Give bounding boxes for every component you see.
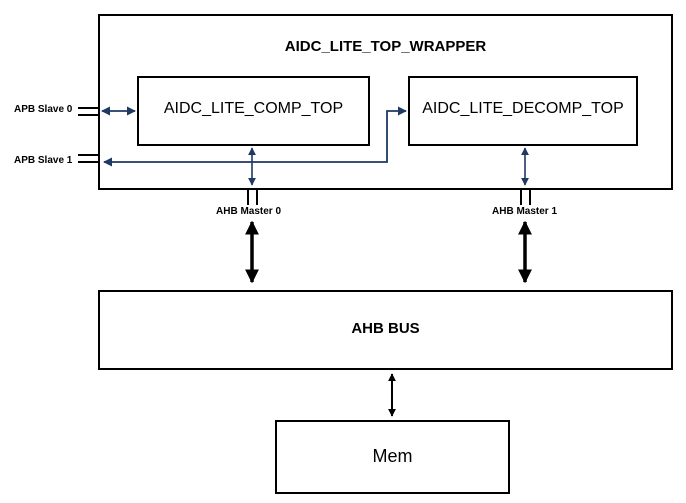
apb-slave-1-label: APB Slave 1 xyxy=(14,155,73,166)
ahb-bus-block xyxy=(98,290,673,370)
memory-block xyxy=(275,420,510,494)
decomp-top-block xyxy=(408,76,638,146)
apb-slave-1-arrow xyxy=(103,106,407,167)
apb-slave-0-port xyxy=(78,107,98,116)
decomp-top-label: AIDC_LITE_DECOMP_TOP xyxy=(422,100,624,117)
ahb-bus-label: AHB BUS xyxy=(351,320,420,337)
ahb-master-0-label: AHB Master 0 xyxy=(216,206,282,217)
apb-slave-1-port xyxy=(78,154,98,163)
ahb-master-1-label: AHB Master 1 xyxy=(492,206,558,217)
wrapper-title: AIDC_LITE_TOP_WRAPPER xyxy=(284,38,487,55)
ahb-master-1-port xyxy=(520,190,531,205)
ahb-master-0-port xyxy=(247,190,258,205)
apb-slave-0-label: APB Slave 0 xyxy=(14,104,73,115)
memory-label: Mem xyxy=(372,446,413,466)
